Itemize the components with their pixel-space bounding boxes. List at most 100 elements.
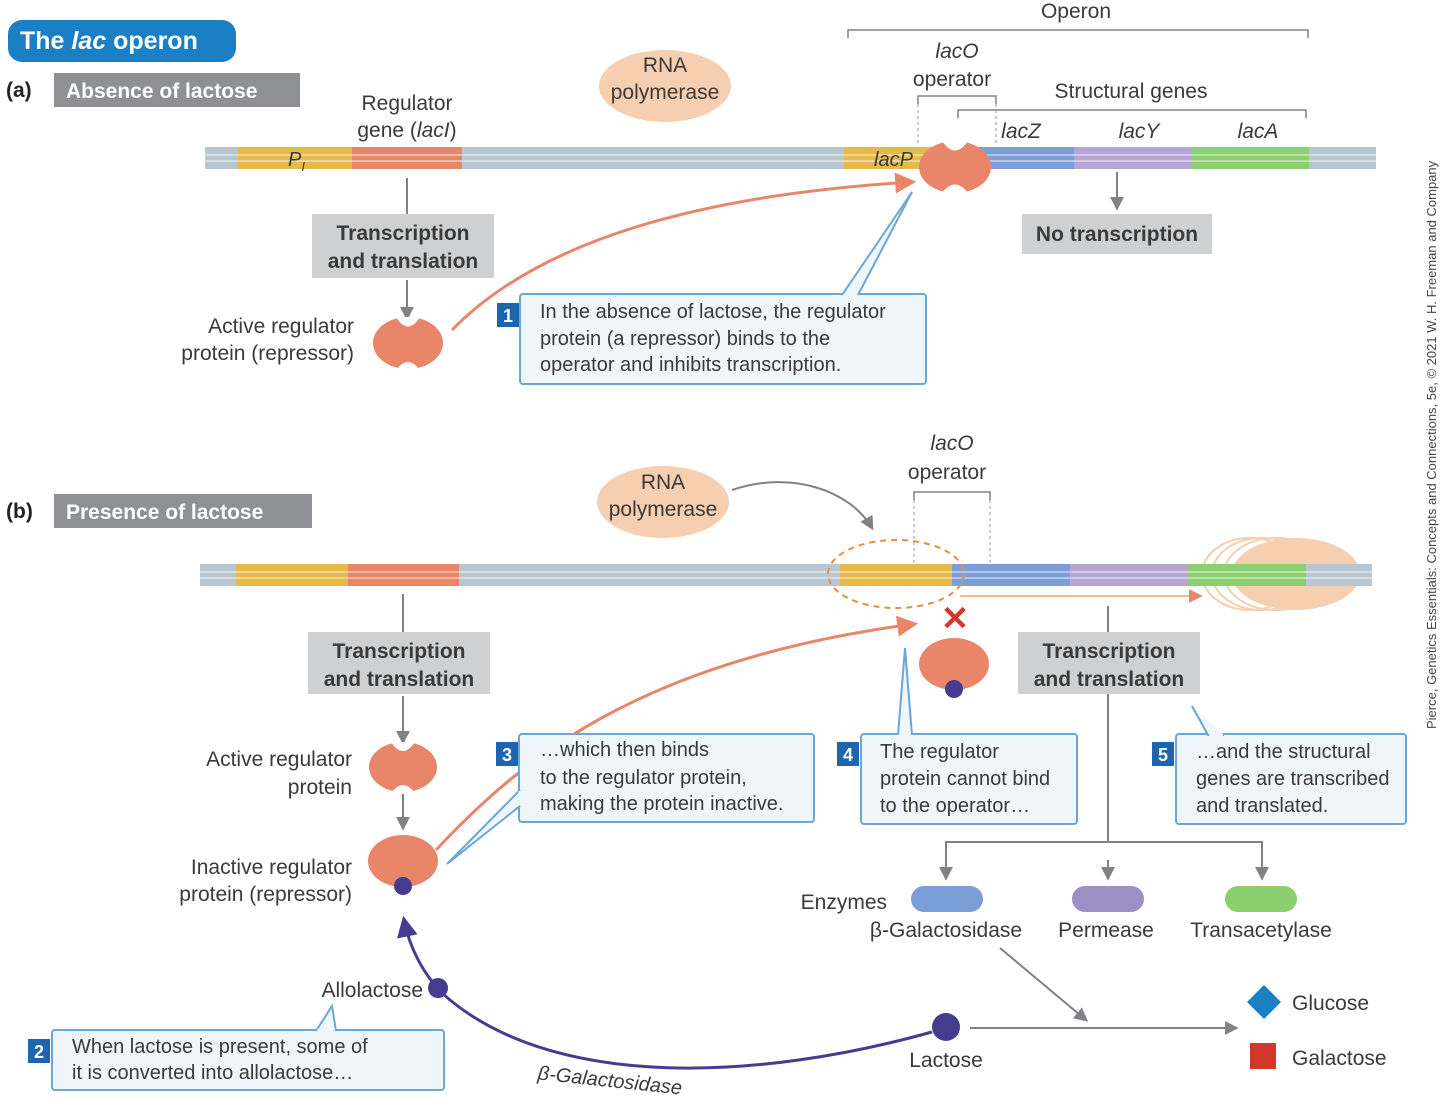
active-repressor-b [369, 742, 437, 792]
regulator-gene-line1: Regulator [361, 92, 452, 115]
dna-strand-a [205, 147, 1376, 169]
cannot-bind-x-mark: ✕ [941, 600, 970, 638]
svg-text:and translation: and translation [1034, 668, 1185, 691]
inactive-repressor-b [368, 835, 438, 895]
inactive-reg-line2: protein (repressor) [179, 883, 352, 906]
lacP-label: lacP [874, 149, 914, 171]
tt-box-b-right: Transcription and translation [1018, 632, 1200, 694]
panel-a-section-title: Absence of lactose [66, 80, 257, 103]
panel-a-section-bg [54, 73, 300, 107]
svg-text:it is converted into allolacto: it is converted into allolactose… [72, 1062, 353, 1084]
galactose-label: Galactose [1292, 1047, 1387, 1070]
svg-text:and translated.: and translated. [1196, 795, 1328, 817]
svg-text:No transcription: No transcription [1036, 223, 1198, 246]
repressor-binding-arrow-a [450, 172, 917, 332]
enzyme-transacetylase-shape [1225, 886, 1297, 912]
enzyme1-label: β-Galactosidase [870, 919, 1022, 942]
repressor-bound-operator [919, 141, 991, 193]
title-text: The lac operon [20, 27, 198, 55]
svg-text:RNA: RNA [643, 54, 687, 77]
glucose-shape [1247, 985, 1281, 1019]
allolactose-label: Allolactose [321, 979, 423, 1002]
svg-text:protein cannot bind: protein cannot bind [880, 768, 1050, 790]
operon-label: Operon [1041, 0, 1111, 23]
rna-polymerase-a: RNA polymerase [599, 50, 731, 122]
lactose-to-allolactose-arrow [397, 915, 933, 1070]
svg-text:operator and inhibits transcri: operator and inhibits transcription. [540, 354, 841, 376]
allolactose-dot [428, 978, 448, 998]
operon-bracket [847, 29, 1309, 38]
enzyme-bgal-shape [911, 886, 983, 912]
promoter-pI-b [236, 564, 348, 586]
panel-b-section-title: Presence of lactose [66, 501, 263, 524]
bgal-catalysis-arrow [999, 947, 1089, 1022]
tt-box-a: Transcription and translation [312, 214, 494, 278]
svg-text:1: 1 [503, 306, 513, 326]
panel-a-letter: (a) [6, 79, 32, 102]
lacA-label: lacA [1238, 120, 1279, 143]
step2-callout: 2 When lactose is present, some of it is… [28, 1003, 445, 1091]
panel-b-section-bg [54, 494, 312, 528]
inactive-reg-line1: Inactive regulator [191, 856, 352, 879]
svg-text:In the absence of lactose, the: In the absence of lactose, the regulator [540, 301, 886, 323]
svg-text:polymerase: polymerase [609, 498, 718, 521]
structural-genes-bracket [957, 109, 1307, 118]
active-reg-b-line1: Active regulator [206, 748, 352, 771]
operator-b-italic: lacO [930, 432, 973, 455]
step3-callout: 3 …which then binds to the regulator pro… [446, 733, 815, 865]
svg-text:and translation: and translation [328, 250, 479, 273]
svg-text:4: 4 [843, 745, 853, 765]
svg-text:RNA: RNA [641, 471, 685, 494]
galactose-shape [1250, 1043, 1276, 1069]
svg-text:Transcription: Transcription [1042, 640, 1175, 663]
svg-text:to the regulator protein,: to the regulator protein, [540, 767, 747, 789]
inactive-repressor-operator [919, 638, 989, 698]
lacY-gene-b [1070, 564, 1188, 586]
tt-box-b-left: Transcription and translation [308, 632, 490, 694]
lactose-dot [932, 1013, 960, 1041]
svg-text:polymerase: polymerase [611, 81, 720, 104]
promoter-pI-a [238, 147, 352, 169]
svg-text:2: 2 [34, 1042, 44, 1062]
svg-text:The regulator: The regulator [880, 741, 999, 763]
failed-binding-arrow-b [434, 615, 919, 852]
svg-text:When lactose is present, some: When lactose is present, some of [72, 1036, 368, 1058]
lacZ-gene-b [952, 564, 1070, 586]
credit-text: Pierce, Genetics Essentials: Concepts an… [1424, 160, 1439, 729]
svg-text:5: 5 [1158, 745, 1168, 765]
lacY-gene-a [1074, 147, 1192, 169]
enzyme-permease-shape [1072, 886, 1144, 912]
svg-text:3: 3 [502, 745, 512, 765]
svg-text:…and the structural: …and the structural [1196, 741, 1371, 763]
step5-callout: 5 …and the structural genes are transcri… [1152, 705, 1407, 825]
operator-a-bracket [917, 95, 997, 104]
glucose-label: Glucose [1292, 992, 1369, 1015]
operator-b-word: operator [908, 461, 986, 484]
svg-text:Transcription: Transcription [332, 640, 465, 663]
step1-callout: 1 In the absence of lactose, the regulat… [497, 191, 927, 385]
operator-a-word: operator [913, 68, 991, 91]
svg-text:making the protein inactive.: making the protein inactive. [540, 793, 783, 815]
lacZ-label: lacZ [1001, 120, 1042, 143]
no-transcription-box: No transcription [1022, 214, 1212, 254]
active-reg-b-line2: protein [288, 776, 352, 799]
lacY-label: lacY [1119, 120, 1162, 143]
title-badge: The lac operon [8, 20, 236, 62]
operator-a-italic: lacO [935, 40, 978, 63]
lacA-gene-a [1192, 147, 1309, 169]
polymerase-outline-b [827, 539, 965, 609]
step4-callout: 4 The regulator protein cannot bind to t… [837, 647, 1078, 825]
polymerase-bind-arrow [731, 481, 874, 531]
pI-label: PI [288, 149, 305, 174]
dna-strand-b [200, 564, 1372, 586]
svg-text:…which then binds: …which then binds [540, 739, 709, 761]
panel-b-letter: (b) [6, 500, 33, 523]
svg-text:genes are transcribed: genes are transcribed [1196, 768, 1389, 790]
svg-text:Transcription: Transcription [336, 222, 469, 245]
structural-genes-label: Structural genes [1055, 80, 1208, 103]
active-reg-a-line2: protein (repressor) [181, 342, 354, 365]
rna-polymerase-b: RNA polymerase [597, 466, 729, 538]
lacP-b [840, 564, 952, 586]
regulator-gene-line2: gene (lacI) [357, 119, 456, 142]
